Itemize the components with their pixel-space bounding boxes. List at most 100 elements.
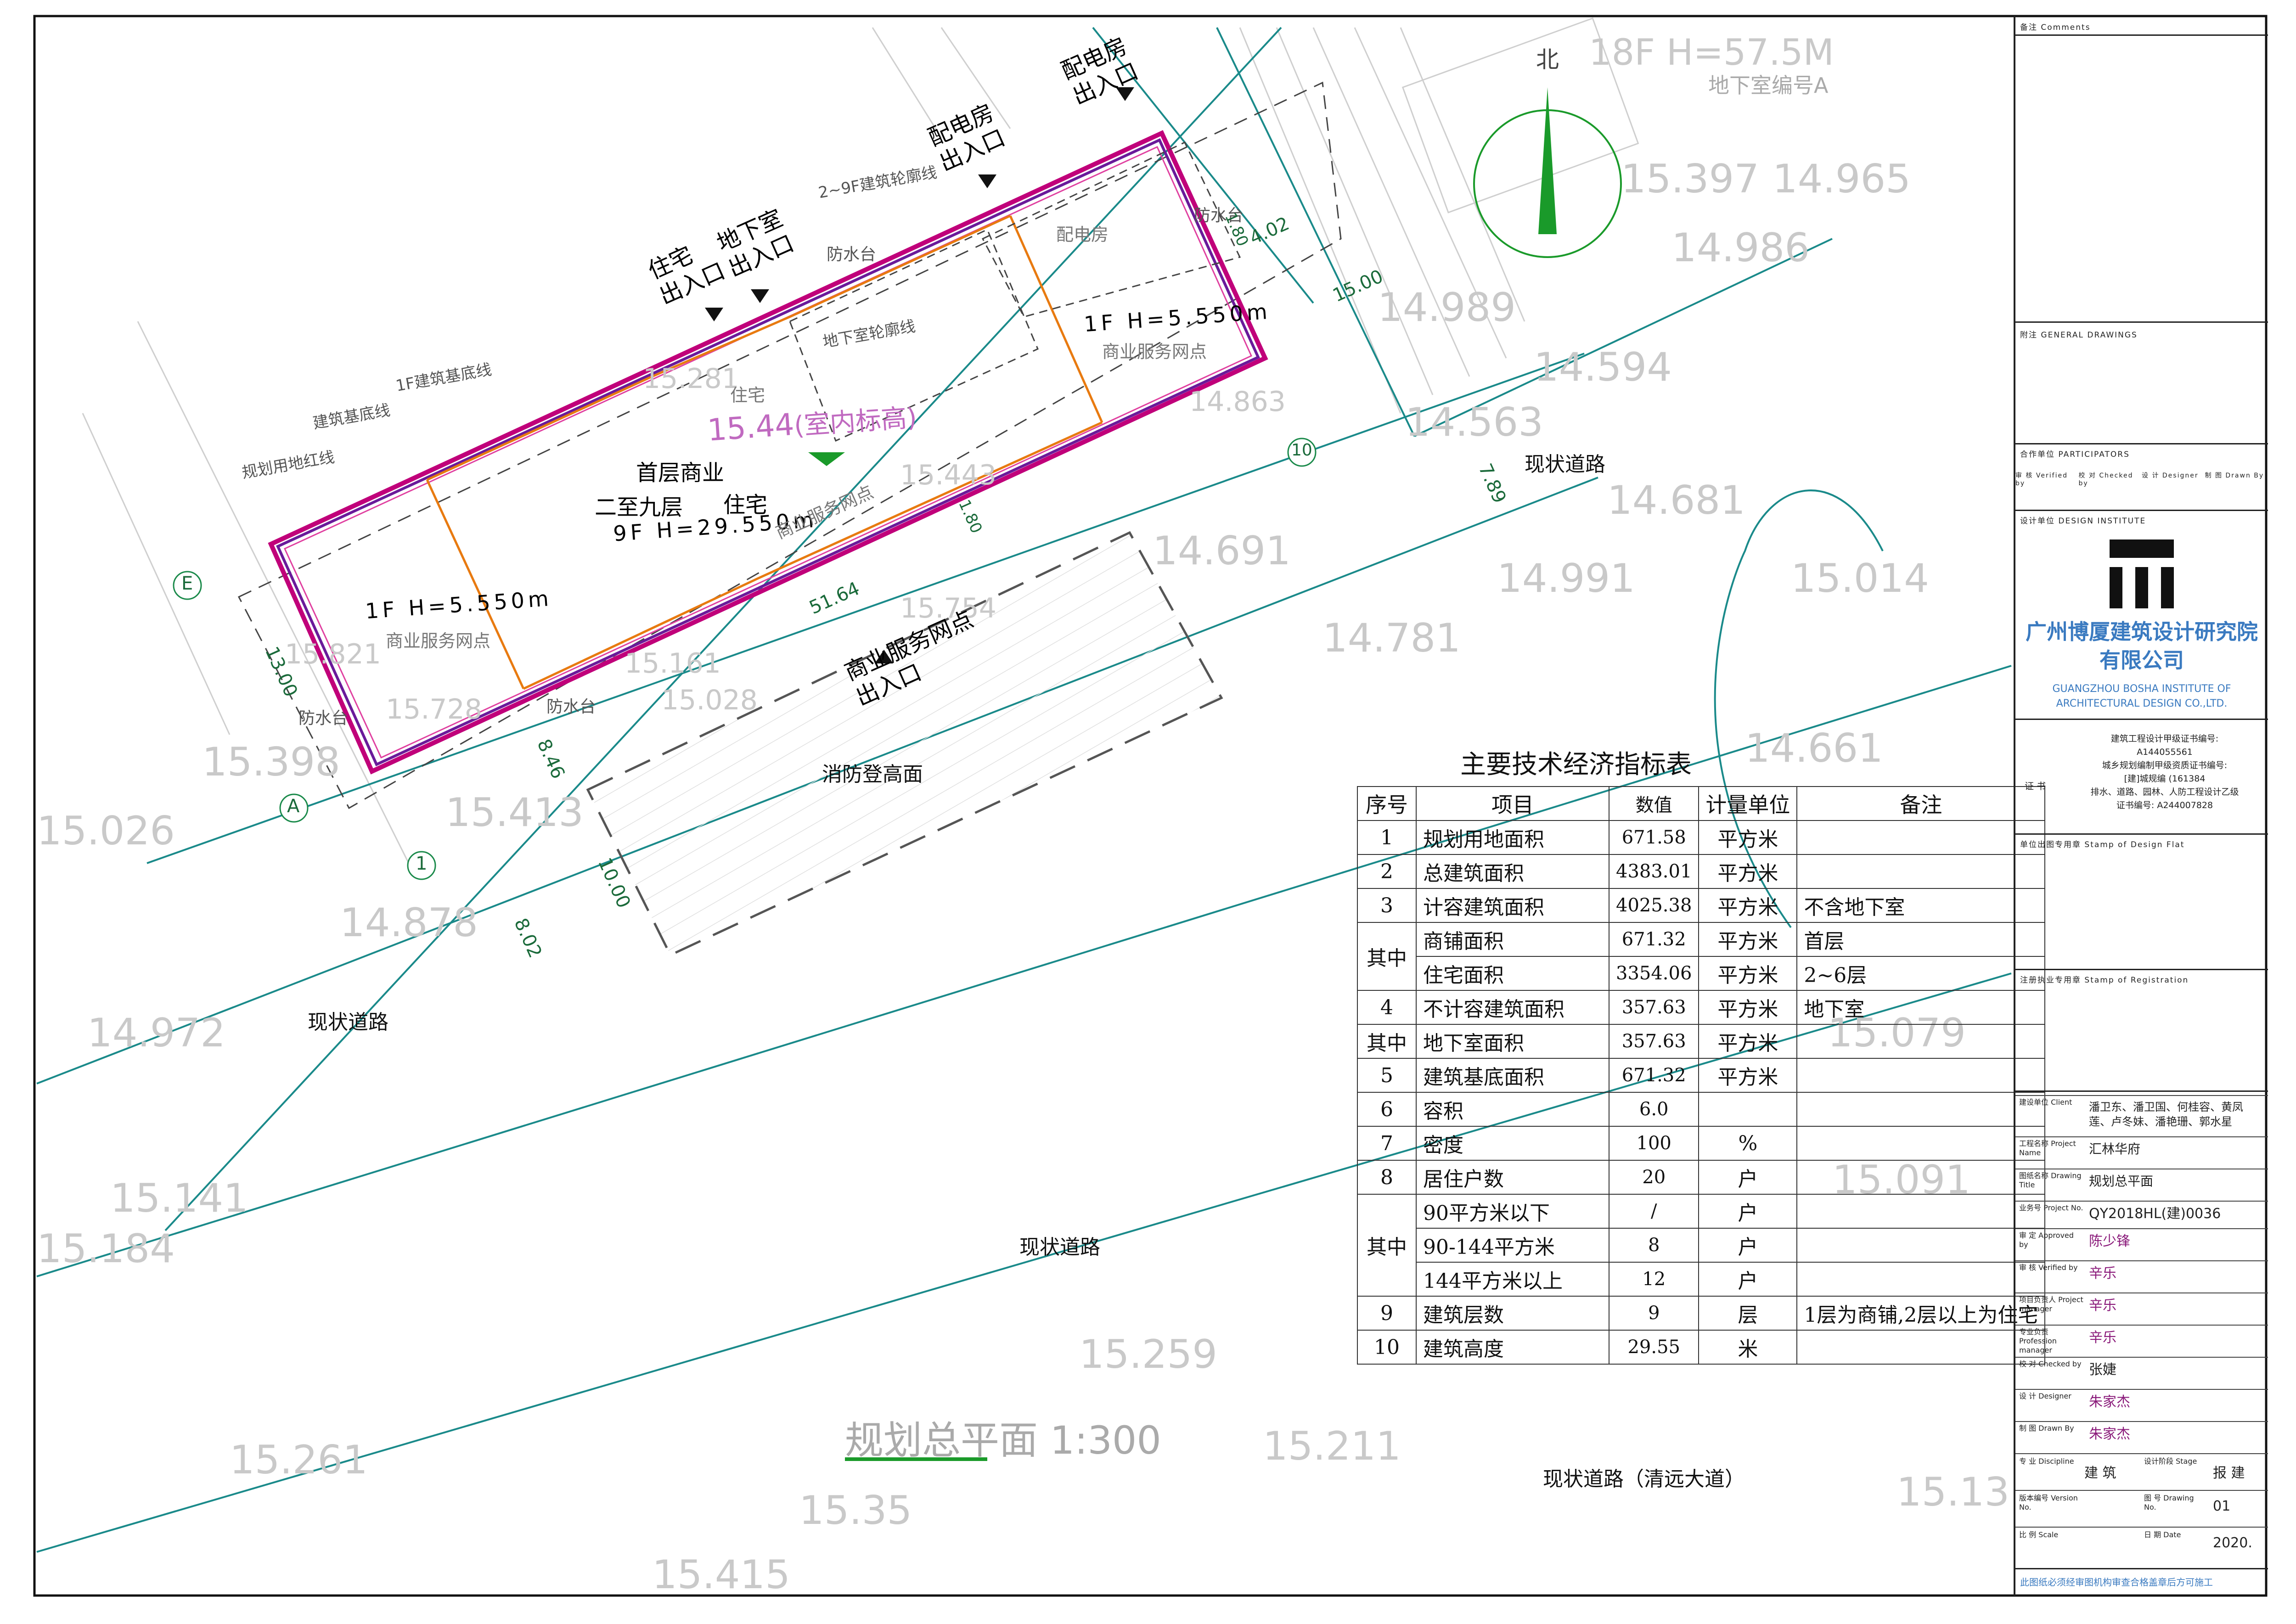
table-cell: % <box>1698 1126 1798 1161</box>
table-cell: 不含地下室 <box>1796 888 2046 923</box>
floors-2-9-label: 二至九层 <box>595 495 683 520</box>
service-right-label: 商业服务网点 <box>1102 342 1207 362</box>
table-cell: 平方米 <box>1698 820 1798 855</box>
cert-line: A144055561 <box>2137 747 2193 757</box>
elevation: 15.397 <box>1621 156 1759 202</box>
table-cell: 1 <box>1357 820 1417 855</box>
table-cell: 地下室面积 <box>1416 1024 1609 1059</box>
tb-row-line <box>2015 1136 2268 1137</box>
callout-waterproof: 防水台 <box>546 697 597 716</box>
residential-small-label: 住宅 <box>730 385 765 405</box>
table-cell: 671.58 <box>1608 820 1699 855</box>
tb-value: 建 筑 <box>2084 1465 2116 1481</box>
tb-value: 朱家杰 <box>2089 1394 2130 1410</box>
tb-label: 建设单位 Client <box>2019 1098 2072 1107</box>
tb-row-line <box>2015 1260 2268 1261</box>
table-cell: 户 <box>1698 1160 1798 1195</box>
table-cell: 住宅面积 <box>1416 956 1609 991</box>
tb-row-line <box>2015 1228 2268 1229</box>
table-cell: 平方米 <box>1698 922 1798 957</box>
table-cell: 建筑层数 <box>1416 1296 1609 1331</box>
planning-boundary-dashed <box>237 81 1342 809</box>
table-cell: 10 <box>1357 1330 1417 1365</box>
drawing-frame <box>33 15 2268 1597</box>
tb-footer: 此图纸必须经审图机构审查合格盖章后方可施工 <box>2020 1577 2213 1588</box>
table-cell: 7 <box>1357 1126 1417 1161</box>
tb-value: 陈少锋 <box>2089 1233 2130 1249</box>
table-cell <box>1796 1262 2046 1297</box>
tb-value: QY2018HL(建)0036 <box>2089 1206 2221 1222</box>
tb-value: 2020. <box>2213 1535 2252 1551</box>
axis-markers <box>173 438 1317 880</box>
elevation: 14.965 <box>1773 156 1911 202</box>
road-label: 现状道路 <box>1019 1236 1100 1259</box>
tb-roles: 审 核 Verified by 校 对 Checked by 设 计 Desig… <box>2015 471 2268 487</box>
tb-label: 设 计 Designer <box>2019 1392 2071 1400</box>
table-cell: 地下室 <box>1796 990 2046 1025</box>
axis-label-e: E <box>181 573 193 594</box>
elevation: 14.563 <box>1405 399 1543 445</box>
tb-label: 专业负责 Profession manager <box>2019 1327 2057 1354</box>
th-item: 项目 <box>1416 786 1609 821</box>
table-cell: 9 <box>1608 1296 1699 1331</box>
table-cell: 144平方米以上 <box>1416 1262 1609 1297</box>
table-cell <box>1698 1092 1798 1127</box>
table-cell: 29.55 <box>1608 1330 1699 1365</box>
tb-label: 图 号 Drawing No. <box>2144 1494 2194 1512</box>
tb-cert-label: 证 书 <box>2025 781 2046 792</box>
table-cell: 1层为商铺,2层以上为住宅 <box>1796 1296 2046 1331</box>
table-cell: 3354.06 <box>1608 956 1699 991</box>
th-no: 序号 <box>1357 786 1417 821</box>
elevation: 15.35 <box>799 1488 912 1534</box>
table-cell <box>1796 1092 2046 1127</box>
table-title: 主要技术经济指标表 <box>1460 750 1692 780</box>
table-cell: 其中 <box>1357 922 1417 991</box>
elevation: 14.986 <box>1671 225 1810 271</box>
table-cell: 层 <box>1698 1296 1798 1331</box>
table-cell: 4025.38 <box>1608 888 1699 923</box>
table-cell: 357.63 <box>1608 1024 1699 1059</box>
road-label: 现状道路 <box>1525 453 1605 476</box>
table-cell: 商铺面积 <box>1416 922 1609 957</box>
elevation: 15.728 <box>386 693 482 725</box>
table-cell: 12 <box>1608 1262 1699 1297</box>
elevation: 15.014 <box>1791 556 1929 601</box>
tb-label: 项目负责人 Project manager <box>2019 1295 2083 1313</box>
table-cell: 2~6层 <box>1796 956 2046 991</box>
table-cell: 357.63 <box>1608 990 1699 1025</box>
tb-label: 日 期 Date <box>2144 1530 2181 1539</box>
tb-label: 图纸名称 Drawing Title <box>2019 1171 2082 1189</box>
elevation: 15.821 <box>285 638 381 670</box>
table-cell <box>1796 820 2046 855</box>
tb-row-line <box>2015 1292 2268 1293</box>
tb-value: 报 建 <box>2213 1465 2245 1481</box>
table-cell <box>1796 1058 2046 1093</box>
table-cell: 首层 <box>1796 922 2046 957</box>
top-building-basement: 地下室编号A <box>1708 73 1829 98</box>
elevation: 14.681 <box>1607 478 1745 523</box>
callout-waterproof: 防水台 <box>827 245 877 264</box>
tb-label: 业务号 Project No. <box>2019 1203 2083 1212</box>
table-cell: 6 <box>1357 1092 1417 1127</box>
table-cell: 户 <box>1698 1262 1798 1297</box>
table-cell: 平方米 <box>1698 1058 1798 1093</box>
callout-waterproof: 防水台 <box>1194 206 1244 225</box>
table-cell: 户 <box>1698 1228 1798 1263</box>
tb-design-institute: 设计单位 DESIGN INSTITUTE <box>2020 517 2146 526</box>
table-cell: 5 <box>1357 1058 1417 1093</box>
scale-title-text: 规划总平面 <box>845 1418 1038 1463</box>
tb-value: 规划总平面 <box>2089 1174 2154 1189</box>
tb-label: 校 对 Checked by <box>2019 1360 2082 1368</box>
table-cell: 4383.01 <box>1608 854 1699 889</box>
table-cell <box>1796 1330 2046 1365</box>
north-label: 北 <box>1536 46 1559 73</box>
